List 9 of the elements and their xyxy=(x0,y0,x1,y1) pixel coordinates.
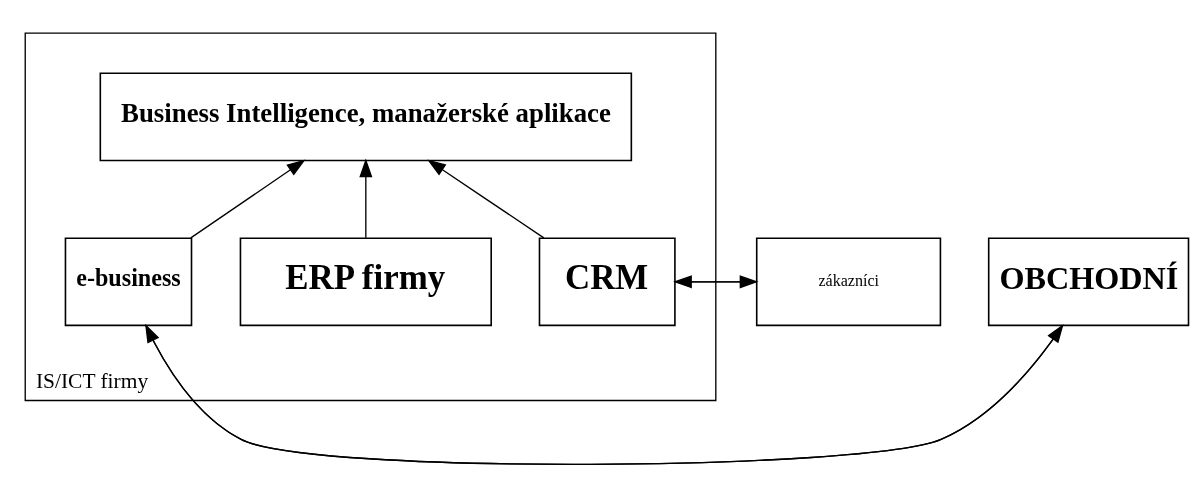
arrow xyxy=(427,158,545,239)
arrow xyxy=(190,158,306,239)
node-box: e-business xyxy=(64,236,193,326)
node-box: Business Intelligence, manažerské aplikace xyxy=(99,72,633,161)
node-box: zákazníci xyxy=(755,236,942,326)
node-box: ERP firmy xyxy=(239,236,492,326)
node-box: OBCHODNÍ xyxy=(987,236,1190,326)
node-box: CRM xyxy=(538,236,676,326)
arrow xyxy=(359,158,373,239)
